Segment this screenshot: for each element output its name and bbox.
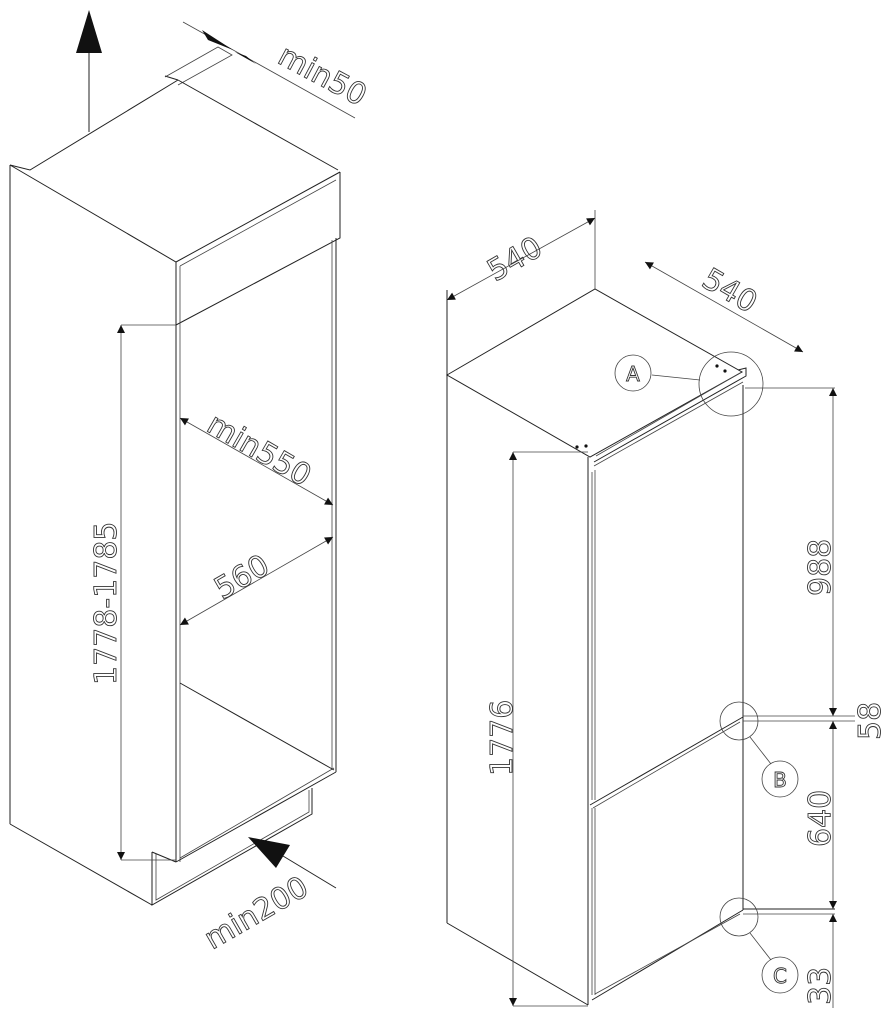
detail-b-callout: B bbox=[719, 701, 799, 798]
label-640: 640 bbox=[803, 790, 838, 847]
screw-hole bbox=[715, 364, 719, 368]
dimension-560: 560 bbox=[179, 536, 334, 626]
detail-label-a: A bbox=[626, 362, 640, 386]
label-width-540: 540 bbox=[482, 230, 549, 289]
dimension-height: 1776 bbox=[485, 451, 588, 1007]
label-58: 58 bbox=[853, 702, 888, 740]
label-min550: min550 bbox=[201, 407, 317, 494]
dimension-min50: min50 bbox=[182, 21, 373, 119]
detail-label-c: C bbox=[773, 964, 787, 988]
appliance-body bbox=[445, 288, 747, 1006]
dimension-min550: min550 bbox=[179, 406, 334, 506]
label-height-1776: 1776 bbox=[485, 700, 520, 776]
detail-c-callout: C bbox=[719, 897, 799, 994]
screw-hole bbox=[584, 444, 588, 448]
label-depth-540: 540 bbox=[696, 262, 763, 321]
detail-a-callout: A bbox=[614, 351, 764, 417]
dimension-depth: 540 bbox=[644, 261, 804, 353]
label-33: 33 bbox=[803, 967, 838, 1005]
dimension-chain: 988 58 640 33 bbox=[743, 387, 888, 1008]
arrow-up-icon bbox=[76, 10, 102, 132]
detail-label-b: B bbox=[773, 768, 787, 792]
dimension-width: 540 bbox=[446, 210, 596, 301]
label-560: 560 bbox=[209, 548, 276, 607]
cabinet-niche bbox=[9, 46, 341, 906]
label-niche-height: 1778-1785 bbox=[89, 521, 124, 685]
screw-hole bbox=[575, 445, 579, 449]
label-min50: min50 bbox=[272, 38, 372, 113]
screw-hole bbox=[723, 369, 727, 373]
label-988: 988 bbox=[803, 539, 838, 596]
arrow-in-icon bbox=[248, 837, 337, 889]
dimension-niche-height: 1778-1785 bbox=[89, 324, 176, 861]
label-min200: min200 bbox=[199, 870, 315, 957]
